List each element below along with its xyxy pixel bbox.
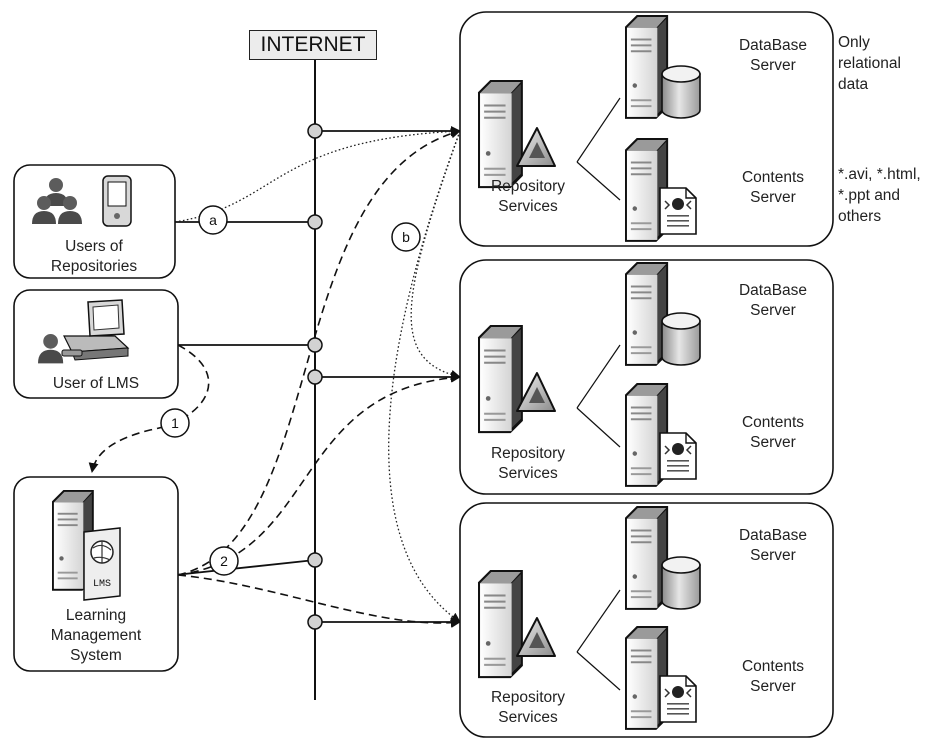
- marker-a: a: [198, 205, 228, 235]
- users-of-repositories-label: Users of Repositories: [50, 238, 138, 275]
- repository-links-2: [576, 344, 621, 448]
- repository-services-label-1: Repository Services: [490, 178, 566, 215]
- marker-1: 1: [160, 408, 190, 438]
- repository-box-2: [459, 259, 834, 495]
- dotted-connections: [174, 126, 461, 623]
- repository-box-1: [459, 11, 834, 247]
- user-of-lms-label: User of LMS: [52, 375, 140, 392]
- svg-text:1: 1: [171, 415, 179, 431]
- solid-connections: [174, 126, 461, 627]
- svg-text:b: b: [402, 229, 410, 245]
- repository-links-1: [576, 97, 621, 201]
- svg-text:2: 2: [220, 553, 228, 569]
- contents-server-label-1: Contents Server: [741, 169, 805, 206]
- database-server-label-2: DataBase Server: [738, 282, 808, 319]
- marker-2: 2: [209, 546, 239, 576]
- repository-box-3: [459, 502, 834, 738]
- repository-links-3: [576, 589, 621, 691]
- contents-server-label-3: Contents Server: [741, 658, 805, 695]
- relational-data-note: Only relational data: [838, 34, 901, 93]
- lms-label: Learning Management System: [50, 607, 142, 664]
- contents-server-label-2: Contents Server: [741, 414, 805, 451]
- backbone-nodes: [307, 123, 323, 630]
- lms-badge-text: LMS: [93, 579, 111, 590]
- computer-icon: [61, 299, 130, 361]
- repository-services-label-3: Repository Services: [490, 689, 566, 726]
- lms-server-icon: [52, 490, 121, 601]
- dashed-connections: [88, 128, 461, 628]
- repository-services-label-2: Repository Services: [490, 445, 566, 482]
- pda-icon: [102, 175, 132, 227]
- svg-text:a: a: [209, 212, 217, 228]
- database-server-label-1: DataBase Server: [738, 37, 808, 74]
- internet-label: INTERNET: [249, 30, 377, 60]
- database-server-label-3: DataBase Server: [738, 527, 808, 564]
- file-types-note: *.avi, *.html, *.ppt and others: [838, 166, 921, 225]
- marker-b: b: [391, 222, 421, 252]
